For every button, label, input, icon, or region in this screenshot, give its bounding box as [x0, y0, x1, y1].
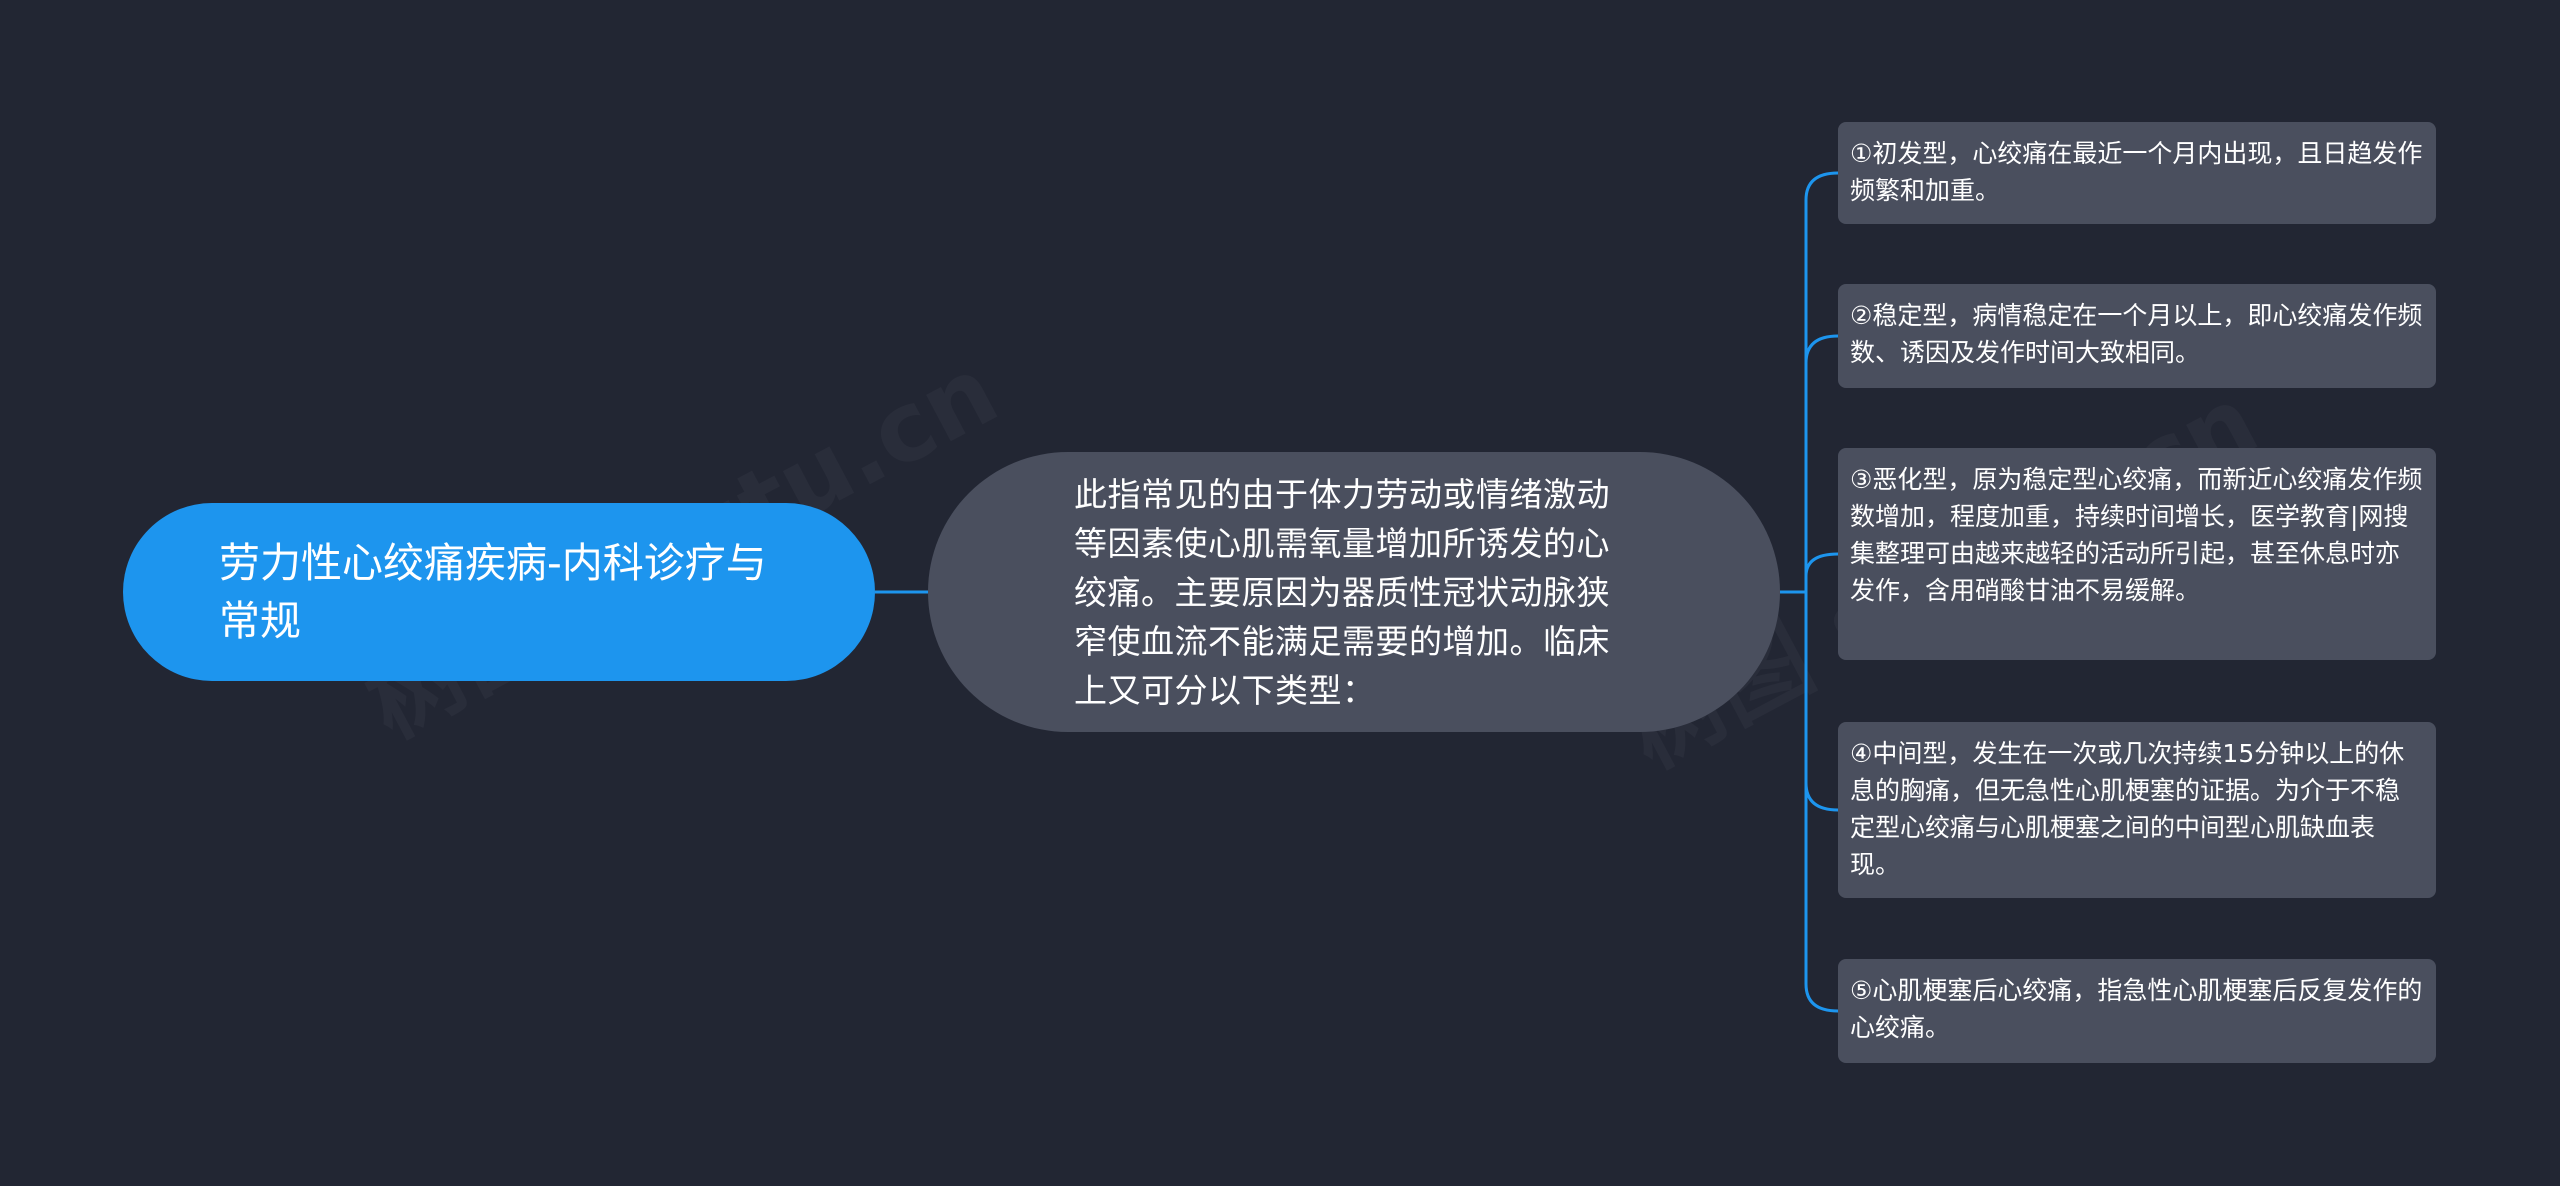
subtopic-text: ①初发型，心绞痛在最近一个月内出现，且日趋发作频繁和加重。	[1850, 139, 2423, 205]
subtopic-text: ③恶化型，原为稳定型心绞痛，而新近心绞痛发作频数增加，程度加重，持续时间增长，医…	[1850, 465, 2423, 605]
subtopic-node-4[interactable]: ④中间型，发生在一次或几次持续15分钟以上的休息的胸痛，但无急性心肌梗塞的证据。…	[1838, 722, 2436, 898]
subtopic-text: ⑤心肌梗塞后心绞痛，指急性心肌梗塞后反复发作的心绞痛。	[1850, 976, 2423, 1042]
main-topic-node[interactable]: 此指常见的由于体力劳动或情绪激动等因素使心肌需氧量增加所诱发的心绞痛。主要原因为…	[928, 452, 1780, 732]
root-topic-text: 劳力性心绞痛疾病-内科诊疗与常规	[219, 539, 767, 645]
branch-to-leaf-2	[1804, 334, 1839, 592]
subtopic-node-1[interactable]: ①初发型，心绞痛在最近一个月内出现，且日趋发作频繁和加重。	[1838, 122, 2436, 224]
branch-to-leaf-5	[1804, 592, 1839, 1013]
subtopic-text: ④中间型，发生在一次或几次持续15分钟以上的休息的胸痛，但无急性心肌梗塞的证据。…	[1850, 739, 2405, 879]
branch-to-leaf-4	[1804, 592, 1839, 812]
subtopic-node-3[interactable]: ③恶化型，原为稳定型心绞痛，而新近心绞痛发作频数增加，程度加重，持续时间增长，医…	[1838, 448, 2436, 660]
subtopic-node-2[interactable]: ②稳定型，病情稳定在一个月以上，即心绞痛发作频数、诱因及发作时间大致相同。	[1838, 284, 2436, 388]
main-topic-text: 此指常见的由于体力劳动或情绪激动等因素使心肌需氧量增加所诱发的心绞痛。主要原因为…	[1074, 474, 1610, 710]
root-topic-node[interactable]: 劳力性心绞痛疾病-内科诊疗与常规	[123, 503, 875, 681]
branch-to-leaf-3	[1804, 552, 1839, 592]
subtopic-text: ②稳定型，病情稳定在一个月以上，即心绞痛发作频数、诱因及发作时间大致相同。	[1850, 301, 2423, 367]
subtopic-node-5[interactable]: ⑤心肌梗塞后心绞痛，指急性心肌梗塞后反复发作的心绞痛。	[1838, 959, 2436, 1063]
branch-to-leaf-1	[1804, 171, 1839, 592]
